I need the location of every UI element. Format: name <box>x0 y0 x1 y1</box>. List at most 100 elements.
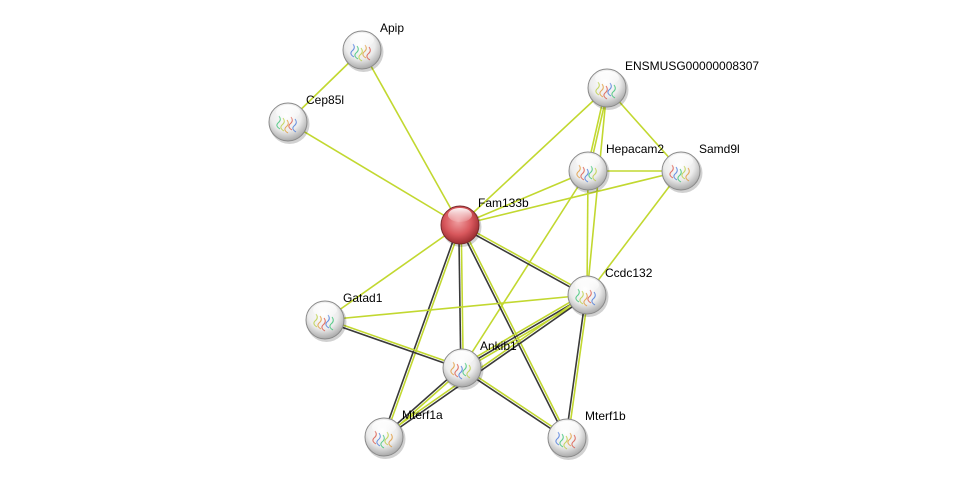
edge-fam133b-mterf1a-textmining[interactable] <box>384 225 462 438</box>
node-samd9l[interactable]: Samd9l <box>661 142 740 193</box>
protein-structure-icon <box>555 431 560 446</box>
protein-structure-icon <box>595 81 600 96</box>
node-label: Fam133b <box>478 196 529 210</box>
edge-fam133b-gatad1-textmining[interactable] <box>324 224 461 321</box>
node-mterf1a[interactable]: Mterf1a <box>364 408 443 459</box>
protein-structure-icon <box>607 82 612 97</box>
node-cep85l[interactable]: Cep85l <box>268 93 344 144</box>
protein-structure-icon <box>685 167 690 182</box>
protein-structure-icon <box>584 168 589 183</box>
protein-structure-icon <box>592 167 597 182</box>
edge-apip-fam133b-textmining[interactable] <box>361 49 461 226</box>
node-highlight <box>555 421 579 435</box>
protein-structure-icon <box>317 315 322 330</box>
node-highlight <box>595 71 619 85</box>
protein-structure-icon <box>669 164 674 179</box>
protein-structure-icon <box>358 47 363 62</box>
node-fam133b[interactable]: Fam133b <box>440 196 529 247</box>
protein-structure-icon <box>329 316 334 331</box>
protein-structure-icon <box>587 289 592 304</box>
edge-gatad1-ankib1-textmining[interactable] <box>325 318 463 368</box>
edge-mterf1a-ccdc132-coexpression[interactable] <box>384 295 589 439</box>
node-ensmusg00000008307[interactable]: ENSMUSG00000008307 <box>587 59 759 110</box>
protein-structure-icon <box>599 83 604 98</box>
node-label: Samd9l <box>699 142 740 156</box>
node-highlight <box>669 154 693 168</box>
protein-structure-icon <box>579 290 584 305</box>
protein-structure-icon <box>677 168 682 183</box>
protein-structure-icon <box>288 116 293 131</box>
edge-gatad1-ccdc132-textmining[interactable] <box>324 294 588 321</box>
protein-structure-icon <box>284 119 289 134</box>
edge-fam133b-ccdc132-coexpression[interactable] <box>459 225 587 297</box>
node-ankib1[interactable]: Ankib1 <box>442 339 517 390</box>
node-label: Hepacam2 <box>606 142 664 156</box>
protein-structure-icon <box>588 165 593 180</box>
node-label: Gatad1 <box>343 291 383 305</box>
edge-ccdc132-mterf1b-coexpression[interactable] <box>565 294 587 438</box>
node-ccdc132[interactable]: Ccdc132 <box>567 266 653 317</box>
node-highlight <box>450 351 474 365</box>
edge-samd9l-ccdc132-textmining[interactable] <box>586 170 682 296</box>
node-label: Ccdc132 <box>605 266 653 280</box>
node-label: Mterf1a <box>402 408 443 422</box>
node-label: Ankib1 <box>480 339 517 353</box>
node-hepacam2[interactable]: Hepacam2 <box>568 142 664 193</box>
node-apip[interactable]: Apip <box>342 21 404 72</box>
protein-structure-icon <box>591 291 596 306</box>
protein-structure-icon <box>321 317 326 332</box>
edge-hepacam2-ccdc132-textmining[interactable] <box>586 170 589 296</box>
edge-mterf1a-ccdc132-textmining[interactable] <box>382 293 587 437</box>
node-label: Mterf1b <box>585 409 626 423</box>
edge-gatad1-ankib1-coexpression[interactable] <box>324 320 462 370</box>
edge-fam133b-ankib1-textmining[interactable] <box>460 224 464 368</box>
edge-ccdc132-mterf1b-textmining[interactable] <box>567 295 589 439</box>
protein-structure-icon <box>450 361 455 376</box>
node-highlight <box>350 33 374 47</box>
protein-structure-icon <box>466 364 471 379</box>
node-highlight <box>276 105 300 119</box>
protein-structure-icon <box>276 115 281 130</box>
protein-structure-icon <box>559 433 564 448</box>
edges-layer <box>287 49 682 440</box>
protein-structure-icon <box>611 84 616 99</box>
node-label: Apip <box>380 21 404 35</box>
protein-structure-icon <box>350 43 355 58</box>
protein-structure-icon <box>580 166 585 181</box>
edge-ankib1-ccdc132-textmining[interactable] <box>460 292 587 367</box>
protein-structure-icon <box>376 432 381 447</box>
protein-structure-icon <box>563 435 568 450</box>
protein-structure-icon <box>673 166 678 181</box>
edge-hepacam2-fam133b-textmining[interactable] <box>459 170 589 226</box>
node-highlight <box>313 303 337 317</box>
node-gatad1[interactable]: Gatad1 <box>305 291 383 342</box>
edge-ankib1-mterf1b-textmining[interactable] <box>462 366 569 438</box>
edge-fam133b-ccdc132-textmining[interactable] <box>460 223 588 295</box>
edge-hepacam2-ankib1-textmining[interactable] <box>461 170 589 369</box>
protein-structure-icon <box>576 164 581 179</box>
edge-fam133b-mterf1a-coexpression[interactable] <box>382 224 460 437</box>
node-mterf1b[interactable]: Mterf1b <box>547 409 626 460</box>
edge-cep85l-fam133b-textmining[interactable] <box>287 121 461 226</box>
protein-structure-icon <box>354 45 359 60</box>
edge-ankib1-mterf1b-coexpression[interactable] <box>460 368 567 440</box>
protein-structure-icon <box>454 363 459 378</box>
edge-ensmusg00000008307-fam133b-textmining[interactable] <box>459 87 608 226</box>
protein-structure-icon <box>571 434 576 449</box>
edge-fam133b-mterf1b-coexpression[interactable] <box>458 225 567 439</box>
edge-fam133b-mterf1b-textmining[interactable] <box>460 224 569 438</box>
node-highlight <box>575 278 599 292</box>
node-highlight <box>448 208 472 222</box>
edge-fam133b-ankib1-coexpression[interactable] <box>458 225 462 369</box>
protein-structure-icon <box>681 165 686 180</box>
protein-structure-icon <box>292 118 297 133</box>
protein-structure-icon <box>313 313 318 328</box>
protein-structure-icon <box>362 44 367 59</box>
protein-structure-icon <box>575 288 580 303</box>
protein-structure-icon <box>462 362 467 377</box>
protein-structure-icon <box>380 434 385 449</box>
protein-structure-icon <box>384 431 389 446</box>
protein-structure-icon <box>372 430 377 445</box>
